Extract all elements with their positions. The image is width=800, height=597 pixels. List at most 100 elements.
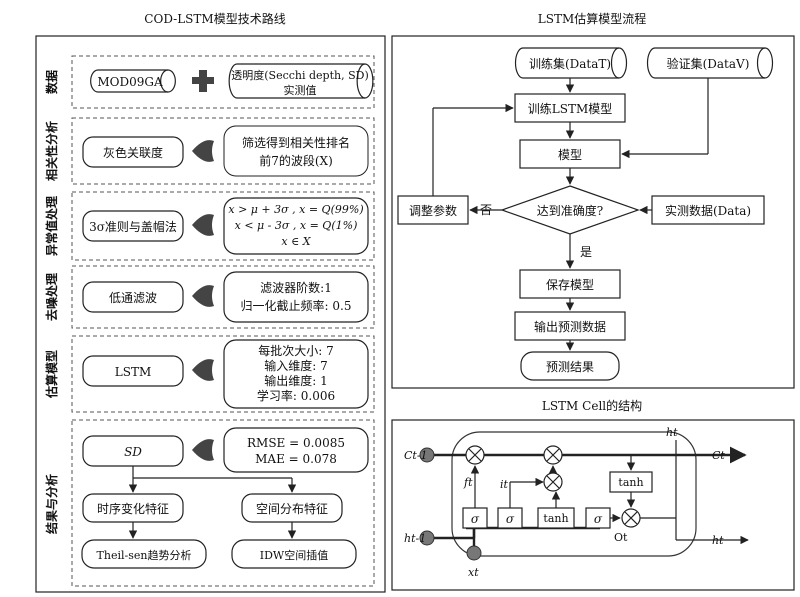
lstm-param-line2: 输入维度: 7 — [264, 358, 328, 373]
tech-route-panel: COD-LSTM模型技术路线 数据 MOD09GA 透明度(Secchi dep… — [35, 11, 386, 593]
lowpass-label: 低通滤波 — [109, 291, 157, 305]
save-box — [519, 269, 621, 299]
no-label: 否 — [480, 203, 492, 217]
yes-label: 是 — [580, 245, 592, 259]
idw-label: IDW空间插值 — [260, 548, 328, 562]
theil-box — [81, 539, 207, 569]
measured-label: 实测数据(Data) — [665, 203, 751, 218]
grey-relation-box — [82, 136, 184, 168]
h-prev-node — [419, 530, 435, 546]
save-label: 保存模型 — [546, 278, 594, 292]
outlier-formula-line3: x ∈ X — [281, 235, 311, 248]
output-label: 输出预测数据 — [534, 319, 606, 334]
outlier-formula-line1: x > μ + 3σ , x = Q(99%) — [228, 203, 363, 216]
section-label-data: 数据 — [44, 70, 59, 94]
corr-result-box — [223, 125, 369, 177]
ht-top-label: ht — [666, 426, 678, 439]
adjust-label: 调整参数 — [409, 203, 457, 218]
sigma-symbol: σ — [471, 512, 480, 526]
ft-label: ft — [463, 476, 473, 489]
tanh-label-2: tanh — [618, 476, 643, 489]
corr-result-line1: 筛选得到相关性排名 — [242, 135, 350, 150]
filter-param-line1: 滤波器阶数:1 — [260, 280, 332, 295]
idw-box — [231, 539, 357, 569]
lstm-flow-panel: LSTM估算模型流程 训练集(DataT) 验证集(DataV) 训练LSTM模… — [391, 11, 795, 389]
xt-label: xt — [468, 566, 479, 579]
result-label: 预测结果 — [546, 360, 594, 374]
section-label-outlier: 异常值处理 — [44, 196, 59, 256]
arrow-shape-icon — [192, 214, 214, 236]
multiply-icon — [624, 511, 638, 525]
mod09ga-label: MOD09GA — [97, 75, 163, 89]
section-estimate-frame — [71, 335, 375, 413]
secchi-database: 透明度(Secchi depth, SD) 实测值 — [228, 63, 374, 99]
metrics-line1: RMSE = 0.0085 — [247, 436, 345, 450]
state-tanh: tanh — [609, 455, 653, 508]
lstm-cell-panel: LSTM Cell的结构 σ ft σ it — [391, 398, 795, 591]
lstm-label: LSTM — [115, 365, 151, 379]
ht-out-label: ht — [712, 534, 724, 547]
result-box — [520, 351, 620, 381]
h-prev-label: ht-1 — [404, 532, 426, 545]
multiply-icon — [546, 448, 560, 462]
section-outlier-frame — [71, 191, 375, 261]
lstm-param-line3: 输出维度: 1 — [264, 373, 328, 388]
mod09ga-database: MOD09GA — [90, 69, 176, 93]
output-box — [514, 311, 626, 341]
arrow-shape-icon — [192, 285, 214, 307]
arrow-shape-icon — [192, 140, 214, 162]
output-gate: σ Ot — [585, 507, 641, 544]
multiply-icon — [546, 475, 560, 489]
metrics-line2: MAE = 0.078 — [255, 452, 337, 466]
filter-param-box — [223, 271, 369, 323]
section-label-result: 结果与分析 — [44, 474, 59, 534]
section-label-estimate: 估算模型 — [44, 350, 59, 399]
accuracy-label: 达到准确度? — [537, 203, 603, 218]
lstm-param-line1: 每批次大小: 7 — [258, 343, 334, 358]
section-corr-frame — [71, 117, 375, 185]
sigma-rule-box — [82, 210, 184, 242]
lstm-param-line4: 学习率: 0.006 — [257, 388, 335, 403]
arrow-shape-icon — [192, 439, 214, 461]
section-data-frame — [71, 55, 375, 109]
outlier-formula-box — [223, 197, 369, 255]
filter-param-line2: 归一化截止频率: 0.5 — [241, 298, 352, 313]
tanh-label: tanh — [543, 512, 568, 525]
section-label-corr: 相关性分析 — [44, 121, 59, 181]
sigma-symbol: σ — [506, 512, 515, 526]
tech-route-title: COD-LSTM模型技术路线 — [144, 11, 285, 26]
forget-gate: σ ft — [462, 445, 488, 529]
outlier-formula-line2: x < μ - 3σ , x = Q(1%) — [235, 219, 358, 232]
spatial-label: 空间分布特征 — [256, 501, 328, 516]
corr-result-line2: 前7的波段(X) — [259, 153, 333, 168]
cell-title: LSTM Cell的结构 — [542, 398, 642, 413]
plus-icon — [192, 70, 214, 92]
ct-label: Ct — [712, 449, 725, 462]
lstm-param-box — [223, 339, 369, 409]
lstm-box — [82, 355, 184, 387]
candidate-tanh: tanh — [537, 445, 575, 529]
train-set-label: 训练集(DataT) — [529, 56, 611, 71]
sigma-rule-label: 3σ准则与盖帽法 — [89, 219, 177, 234]
model-label: 模型 — [558, 148, 582, 162]
adjust-box — [397, 195, 469, 225]
c-prev-label: Ct-1 — [404, 449, 428, 462]
secchi-label-line1: 透明度(Secchi depth, SD) — [231, 68, 369, 82]
metrics-box — [223, 427, 369, 473]
train-model-label: 训练LSTM模型 — [528, 101, 612, 116]
flow-title: LSTM估算模型流程 — [538, 11, 646, 26]
lowpass-box — [82, 281, 184, 313]
temporal-label: 时序变化特征 — [97, 501, 169, 516]
x-node — [466, 545, 482, 561]
sd-label: SD — [124, 445, 142, 459]
grey-relation-label: 灰色关联度 — [103, 145, 163, 160]
section-result-frame — [71, 419, 375, 587]
secchi-label-line2: 实测值 — [284, 83, 317, 97]
section-denoise-frame — [71, 265, 375, 329]
cell-body — [451, 431, 697, 557]
val-set-label: 验证集(DataV) — [667, 56, 750, 71]
section-label-denoise: 去噪处理 — [44, 273, 59, 321]
train-model-box — [514, 93, 626, 123]
measured-box — [651, 195, 765, 225]
